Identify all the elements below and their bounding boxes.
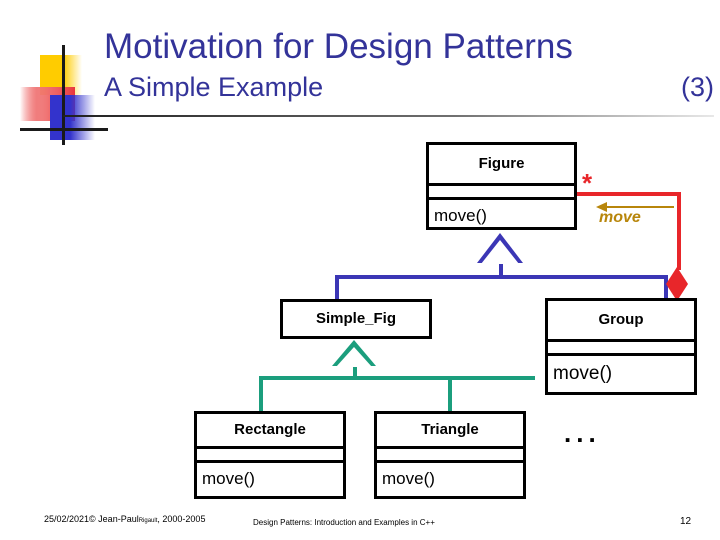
class-attributes-triangle: [377, 446, 523, 460]
subtitle-row: A Simple Example (3): [104, 72, 714, 102]
footer-center-title: Design Patterns: Introduction and Exampl…: [253, 518, 435, 527]
class-operation-group: move(): [548, 353, 694, 392]
footer-left: 25/02/2021© Jean-PaulRigault, 2000-2005: [44, 514, 205, 524]
footer-copyright: © Jean-Paul: [89, 514, 139, 524]
composition-line-vertical: [677, 192, 681, 270]
class-name-simple-fig: Simple_Fig: [315, 310, 397, 327]
page-title: Motivation for Design Patterns: [104, 27, 573, 66]
generalization-drop-group: [664, 275, 668, 301]
class-name-rectangle: Rectangle: [234, 421, 306, 438]
class-operation-figure: move(): [429, 197, 574, 232]
class-name-figure: Figure: [478, 155, 525, 172]
class-attributes-figure: [429, 183, 574, 197]
class-name-group: Group: [598, 311, 644, 328]
class-attributes-group: [548, 339, 694, 353]
generalization-bar-figure: [335, 275, 668, 279]
generalization-drop-triangle: [448, 376, 452, 413]
page-sequence-number: (3): [681, 72, 714, 102]
class-operation-triangle: move(): [377, 460, 523, 495]
logo-cross-vertical: [62, 45, 65, 145]
class-box-group[interactable]: Group move(): [545, 298, 697, 395]
logo-cross-horizontal: [20, 128, 108, 131]
logo: [20, 45, 115, 145]
footer-date: 25/02/2021: [44, 514, 90, 524]
ellipsis-label: ...: [564, 418, 601, 448]
class-box-triangle[interactable]: Triangle move(): [374, 411, 526, 499]
footer-page-number: 12: [680, 516, 692, 527]
class-box-simple-fig[interactable]: Simple_Fig: [280, 299, 432, 339]
role-label: move: [599, 209, 641, 226]
class-attributes-rectangle: [197, 446, 343, 460]
footer-author: Rigault: [138, 518, 158, 524]
class-box-figure[interactable]: Figure move(): [426, 142, 577, 230]
multiplicity-label: *: [582, 168, 593, 198]
generalization-triangle-figure-fill: [481, 240, 519, 264]
generalization-stem-simplefig: [353, 363, 357, 379]
generalization-triangle-simplefig-fill: [336, 347, 372, 367]
generalization-stem-figure: [499, 262, 503, 278]
page-subtitle: A Simple Example: [104, 72, 324, 102]
header-divider: [63, 115, 714, 117]
footer-years: , 2000-2005: [157, 514, 206, 524]
class-box-rectangle[interactable]: Rectangle move(): [194, 411, 346, 499]
generalization-drop-simplefig: [335, 275, 339, 301]
generalization-bar-simplefig: [259, 376, 535, 380]
logo-blue-square: [50, 95, 95, 140]
role-arrow-icon: [596, 200, 674, 212]
class-name-triangle: Triangle: [421, 421, 479, 438]
composition-diamond-icon: [666, 267, 688, 301]
composition-line-horizontal: [577, 192, 681, 196]
class-operation-rectangle: move(): [197, 460, 343, 495]
generalization-drop-rectangle: [259, 376, 263, 413]
